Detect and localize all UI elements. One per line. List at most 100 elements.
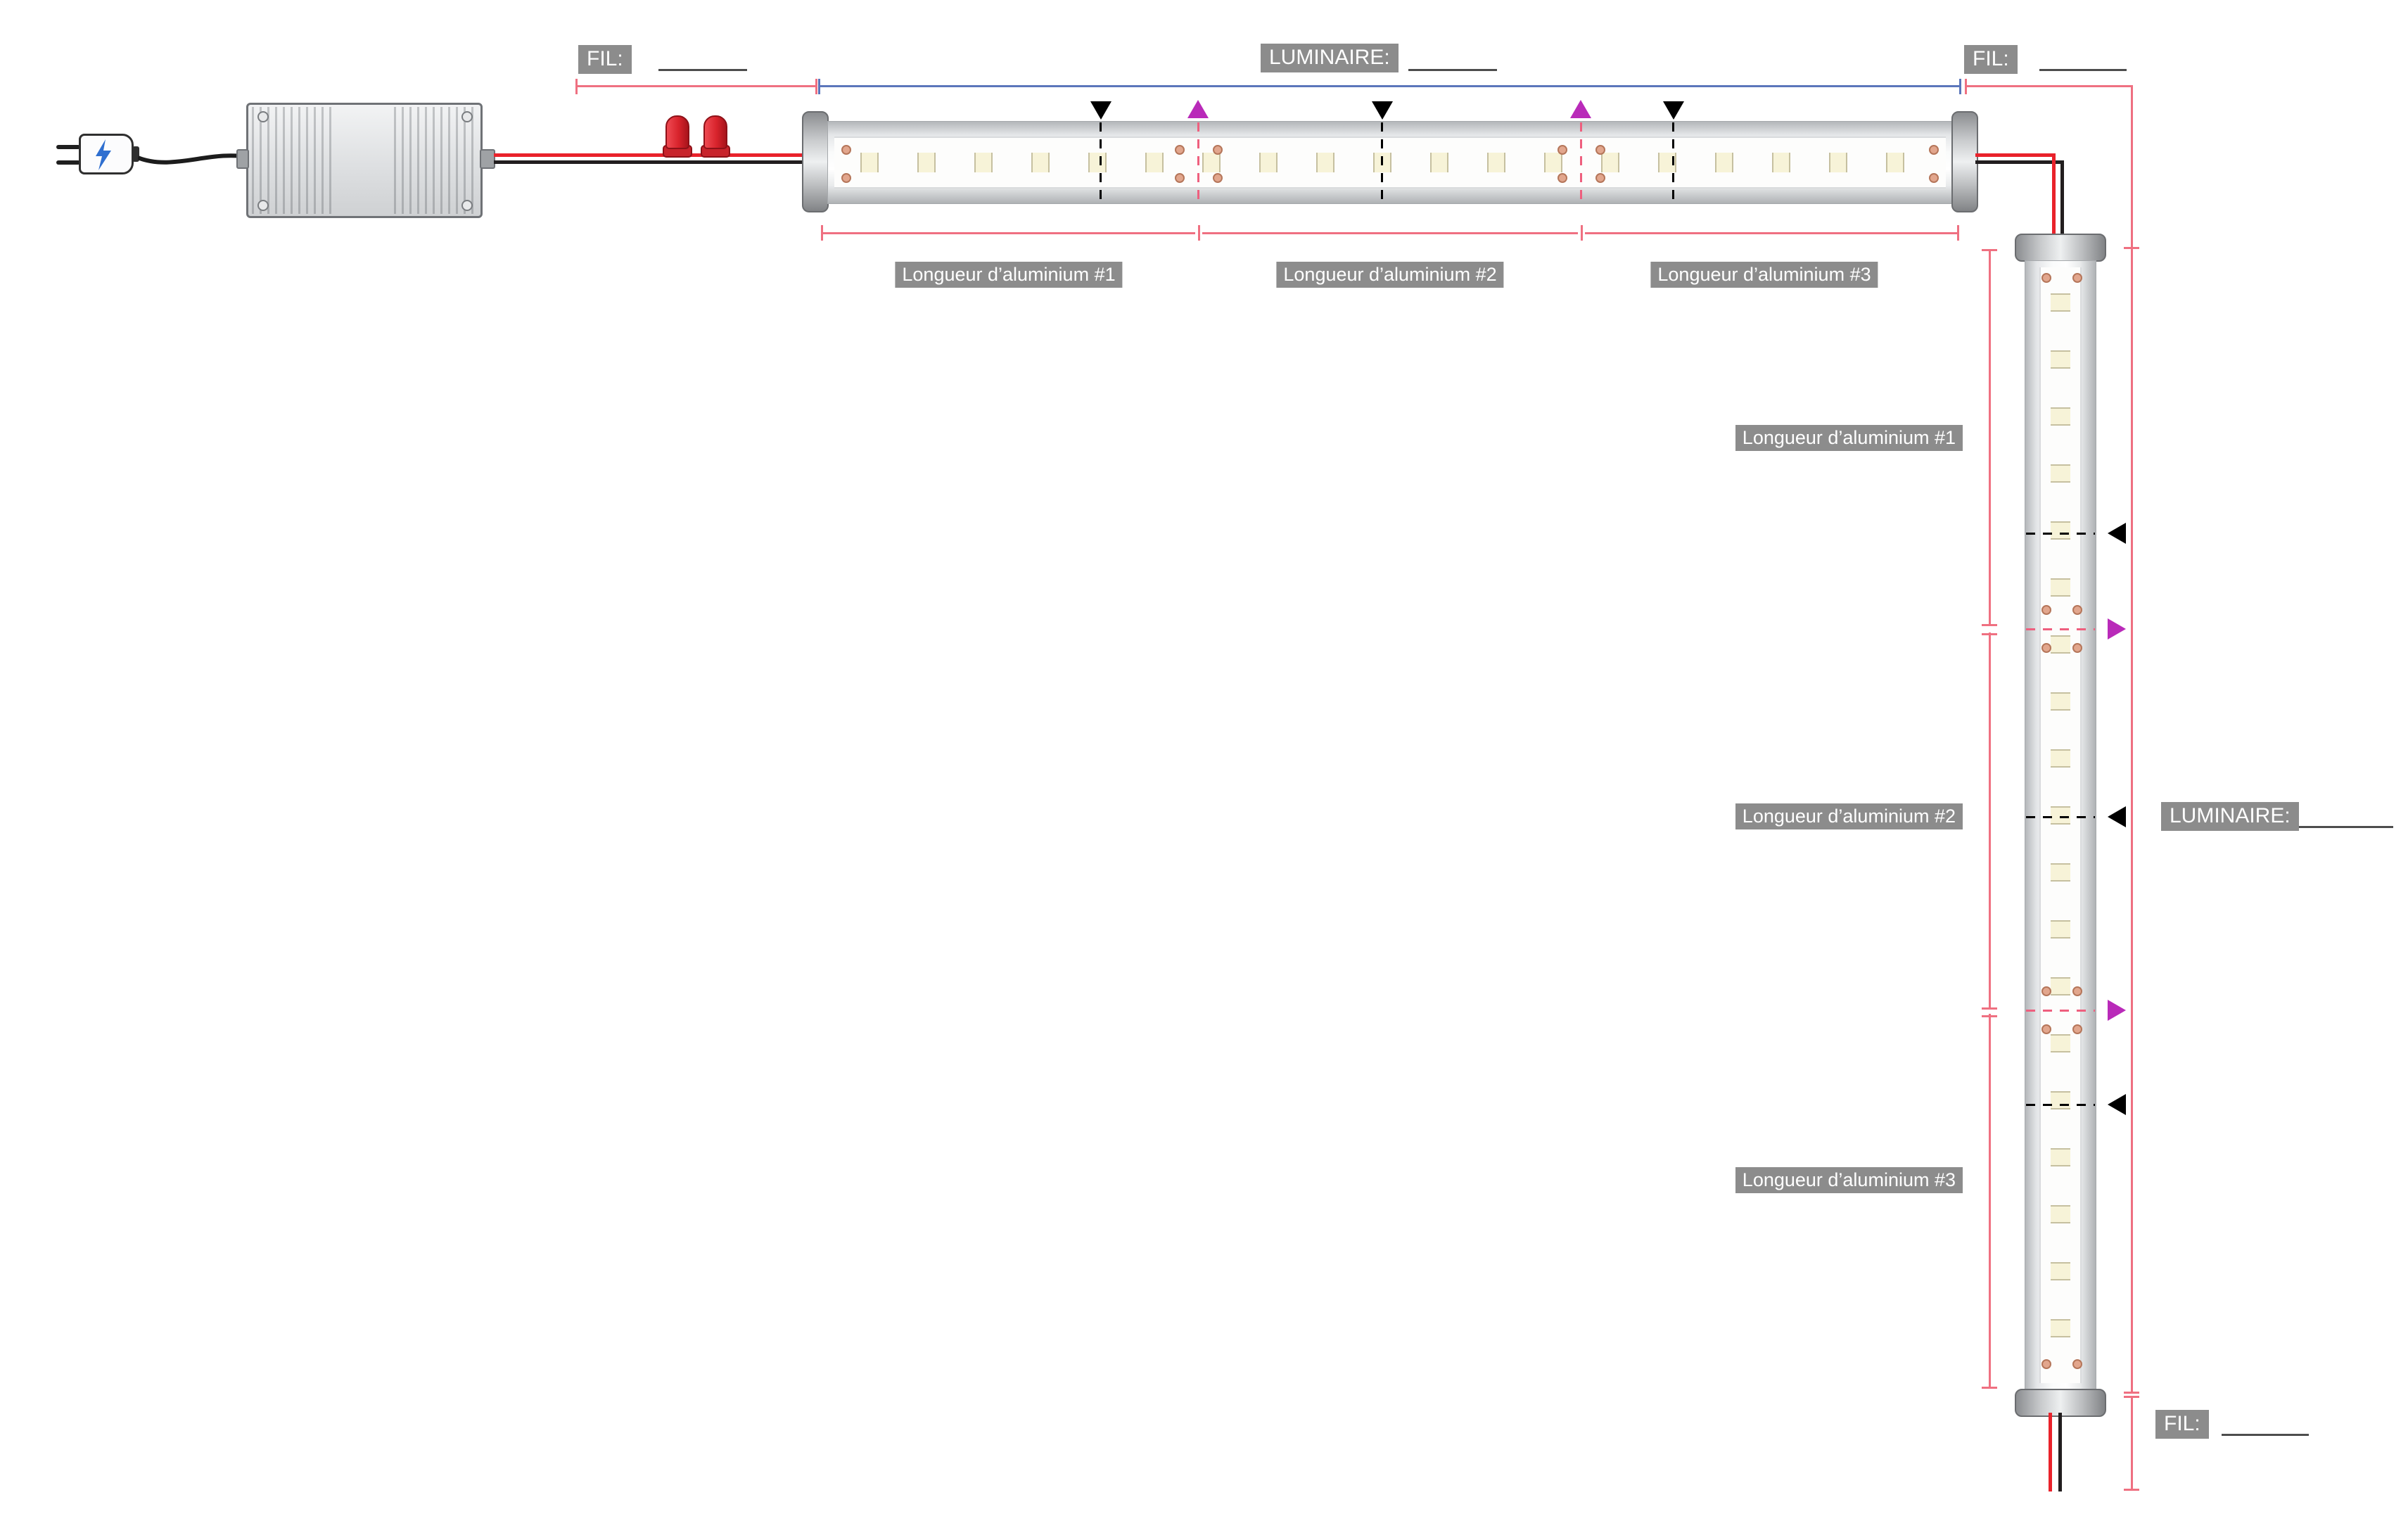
strip-joint-line xyxy=(2026,628,2095,630)
driver-screw-bottom-right xyxy=(461,200,473,211)
solder-pad xyxy=(1595,173,1605,183)
wire-black-bottom xyxy=(2058,1413,2062,1491)
wire-black-corner-vertical xyxy=(2060,160,2064,238)
fil-left-blank-line xyxy=(658,69,747,71)
fil-left-dimension-line xyxy=(575,85,817,87)
dimension-tick xyxy=(818,79,820,94)
cut-line xyxy=(2026,816,2095,818)
dimension-tick xyxy=(1581,225,1583,241)
fil-right-label: FIL: xyxy=(1964,45,2018,74)
h-segment-dimension-3 xyxy=(1585,232,1958,234)
wire-red-bottom xyxy=(2049,1413,2052,1491)
h-segment-dimension-1 xyxy=(822,232,1195,234)
solder-pad xyxy=(1175,173,1185,183)
dimension-tick xyxy=(1198,225,1200,241)
solder-pad xyxy=(2041,1359,2051,1369)
solder-pad xyxy=(2072,605,2082,615)
v-segment-label-3: Longueur d’aluminium #3 xyxy=(1735,1167,1963,1194)
luminaire-right-dimension-line xyxy=(2131,248,2133,1394)
luminaire-right-label: LUMINAIRE: xyxy=(2161,802,2299,831)
power-cord xyxy=(138,153,250,165)
driver-screw-bottom-left xyxy=(257,200,269,211)
dimension-tick xyxy=(1957,225,1959,241)
wire-red-horizontal xyxy=(494,153,806,157)
cut-marker-icon xyxy=(2108,1094,2126,1115)
cut-line xyxy=(1100,122,1102,203)
dimension-tick xyxy=(821,225,823,241)
solder-pad xyxy=(2041,1024,2051,1034)
fil-right-blank-line xyxy=(2039,69,2127,71)
solder-pad xyxy=(2072,273,2082,283)
fil-bottom-blank-line xyxy=(2222,1434,2309,1436)
dimension-tick xyxy=(2124,1396,2139,1398)
strip-joint-line xyxy=(1197,122,1199,203)
solder-pad xyxy=(2041,986,2051,996)
dimension-tick xyxy=(815,79,817,94)
luminaire-top-dimension-line xyxy=(818,85,1961,87)
tube-end-cap-top xyxy=(2015,234,2106,262)
v-segment-dimension-2 xyxy=(1989,632,1991,1008)
dimension-tick xyxy=(1982,1015,1997,1017)
solder-pad xyxy=(2072,1359,2082,1369)
driver-input-gland xyxy=(236,149,249,169)
strip-joint-line xyxy=(2026,1010,2095,1012)
solder-pad xyxy=(841,145,851,155)
driver-output-gland xyxy=(480,149,495,169)
luminaire-top-blank-line xyxy=(1408,69,1497,71)
driver-screw-top-right xyxy=(461,111,473,122)
dimension-tick xyxy=(575,79,578,94)
cut-marker-icon xyxy=(1090,101,1111,120)
plug-cord-neck xyxy=(132,146,139,162)
tube-end-cap-right xyxy=(1951,111,1978,212)
dimension-tick xyxy=(2124,247,2139,249)
solder-pad xyxy=(2041,273,2051,283)
joint-marker-icon xyxy=(2108,618,2126,640)
driver-fins-left xyxy=(252,107,336,214)
wire-nut-connector-1 xyxy=(665,115,689,149)
h-segment-dimension-2 xyxy=(1202,232,1578,234)
joint-marker-icon xyxy=(1187,100,1209,118)
cut-line xyxy=(1672,122,1674,203)
joint-marker-icon xyxy=(1570,100,1591,118)
solder-pad xyxy=(2072,1024,2082,1034)
dimension-tick xyxy=(1982,624,1997,626)
solder-pad xyxy=(2041,605,2051,615)
luminaire-right-blank-line xyxy=(2299,826,2393,828)
luminaire-top-label: LUMINAIRE: xyxy=(1261,44,1399,72)
v-segment-label-1: Longueur d’aluminium #1 xyxy=(1735,425,1963,452)
dimension-tick xyxy=(1965,79,1967,94)
wire-red-corner-vertical xyxy=(2052,153,2056,238)
h-segment-label-1: Longueur d’aluminium #1 xyxy=(895,262,1123,288)
strip-joint-line xyxy=(1580,122,1582,203)
led-chips-vertical xyxy=(2051,274,2070,1376)
tube-end-cap-left xyxy=(802,111,829,212)
cut-marker-icon xyxy=(1372,101,1393,120)
power-plug xyxy=(79,134,134,174)
solder-pad xyxy=(2041,643,2051,653)
tube-end-cap-bottom xyxy=(2015,1389,2106,1417)
wire-nut-connector-2 xyxy=(703,115,727,149)
cut-marker-icon xyxy=(1663,101,1684,120)
plug-prong-top xyxy=(56,145,80,149)
dimension-tick xyxy=(1982,1007,1997,1010)
solder-pad xyxy=(1595,145,1605,155)
dimension-tick xyxy=(1959,79,1961,94)
h-segment-label-2: Longueur d’aluminium #2 xyxy=(1276,262,1504,288)
joint-marker-icon xyxy=(2108,1000,2126,1021)
dimension-tick xyxy=(1982,633,1997,635)
wire-black-corner-horizontal xyxy=(1975,160,2064,164)
fil-bottom-label: FIL: xyxy=(2155,1410,2209,1439)
dimension-tick xyxy=(2124,1489,2139,1491)
dimension-tick xyxy=(1982,249,1997,251)
driver-screw-top-left xyxy=(257,111,269,122)
cut-line xyxy=(2026,533,2095,535)
v-segment-dimension-1 xyxy=(1989,250,1991,625)
wire-red-corner-horizontal xyxy=(1975,153,2056,157)
fil-bottom-dimension-line xyxy=(2131,1397,2133,1491)
fil-right-dimension-line xyxy=(1966,85,2133,87)
driver-fins-right xyxy=(394,107,478,214)
wire-black-horizontal xyxy=(494,160,806,164)
solder-pad xyxy=(1557,145,1567,155)
dimension-tick xyxy=(1982,1387,1997,1389)
